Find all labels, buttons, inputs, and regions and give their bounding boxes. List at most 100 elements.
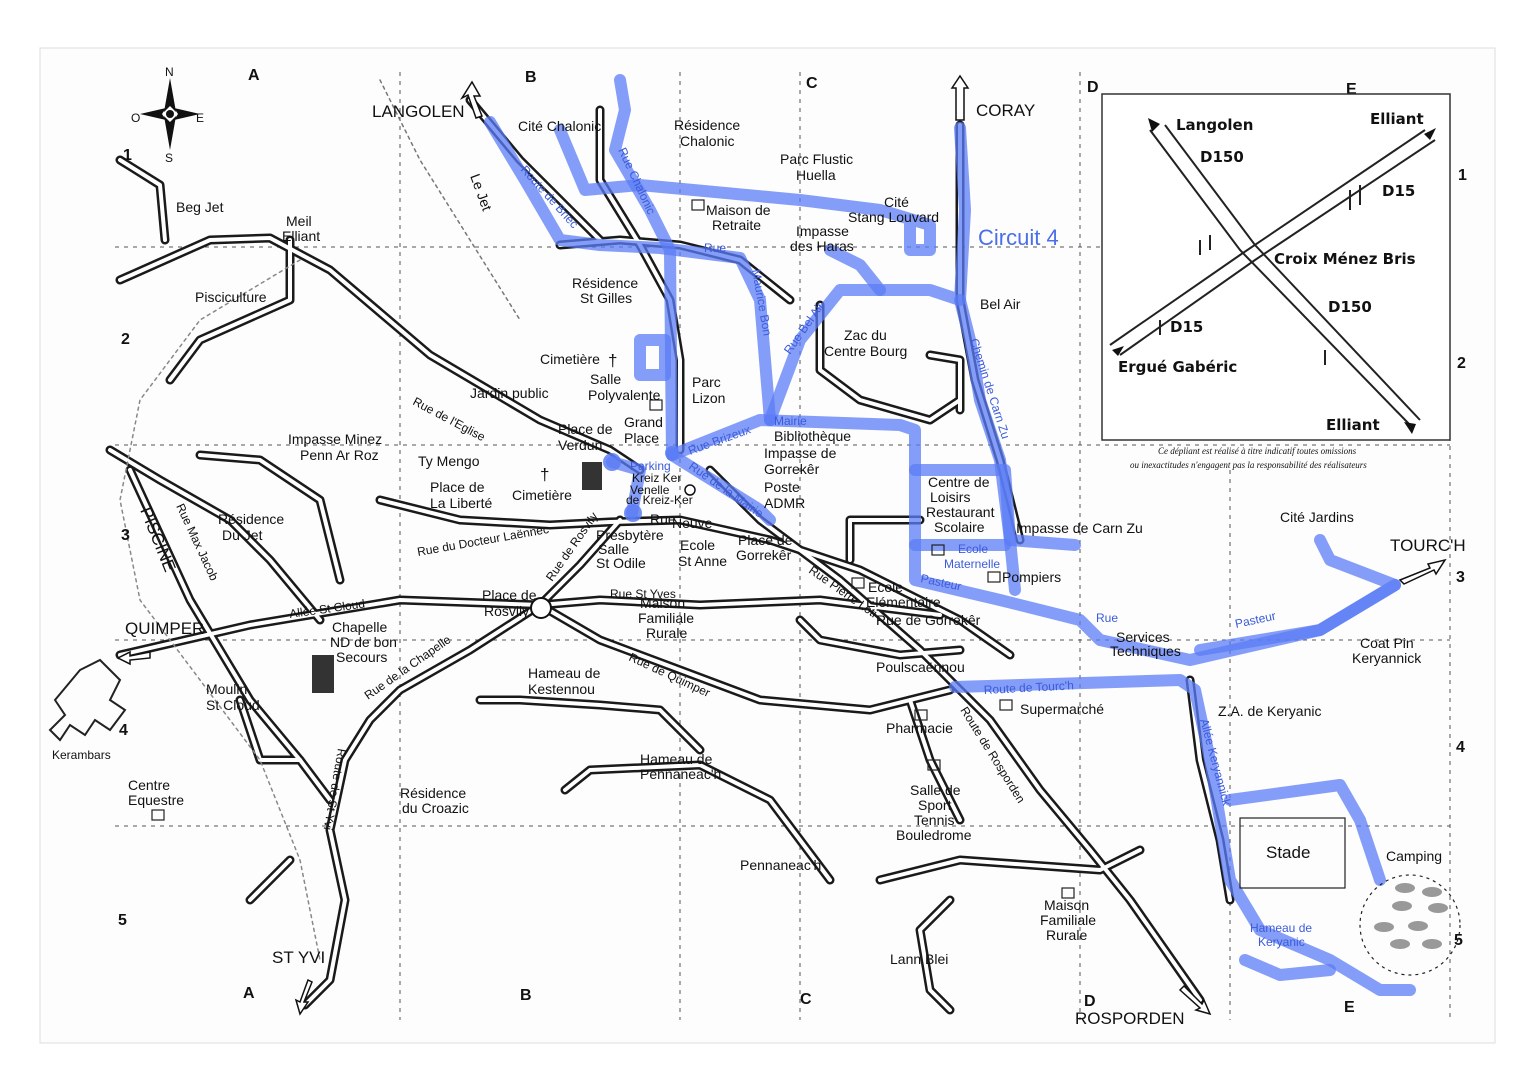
grid-row-1-right: 1 (1458, 167, 1467, 184)
label-grand-place-1: Grand (624, 414, 663, 430)
label-cite-stang-2: Stang Louvard (848, 209, 939, 225)
label-hameau-kest-1: Hameau de (528, 665, 601, 681)
label-centre-loisirs-3: Restaurant (926, 504, 995, 520)
grid-col-e-bottom: E (1344, 999, 1355, 1016)
grid-col-e-top: E (1346, 81, 1357, 98)
grid-row-5-left: 5 (118, 912, 127, 929)
label-pisciculture: Pisciculture (195, 289, 267, 305)
label-res-chalonic-2: Chalonic (680, 133, 734, 149)
label-cite-jardins: Cité Jardins (1280, 509, 1354, 525)
label-ecole-elem-1: Ecole (868, 579, 903, 595)
street-rue-st-yves: Rue St Yves (610, 587, 676, 601)
label-salle-odile-1: Salle (598, 541, 629, 557)
label-hameau-kest-2: Kestennou (528, 681, 595, 697)
grid-col-d-bottom: D (1084, 993, 1096, 1010)
road-network (105, 79, 1235, 1015)
label-ecole-anne-2: St Anne (678, 553, 727, 569)
inset-elliant-top: Elliant (1370, 110, 1424, 128)
grid-row-2-right: 2 (1457, 355, 1466, 372)
grid-row-4-right: 4 (1456, 739, 1465, 756)
label-impasse-minez-2: Penn Ar Roz (300, 447, 379, 463)
compass-s: S (165, 151, 173, 165)
label-cimetiere-mid: Cimetière (512, 487, 572, 503)
label-impasse-haras-2: des Haras (790, 238, 854, 254)
label-ty-mengo: Ty Mengo (418, 453, 480, 469)
label-place-verdun-2: Verdun (558, 437, 602, 453)
label-maison-fam2-1: Maison (1044, 897, 1089, 913)
street-rue-neuve-1: Rue (650, 511, 676, 527)
label-place-gorreker-2: Gorrekêr (736, 547, 792, 563)
label-hameau-kery-2: Keryanic (1258, 935, 1305, 949)
label-place-verdun-1: Place de (558, 421, 613, 437)
label-bibliotheque: Bibliothèque (774, 428, 851, 444)
roundabout-small (684, 484, 696, 496)
label-place-liberte-1: Place de (430, 479, 485, 495)
building-outlines (151, 199, 1461, 976)
label-lann-blei: Lann Blei (890, 951, 948, 967)
label-salle-sport-2: Sport (918, 797, 952, 813)
disclaimer-line1: Ce dépliant est réalisé à titre indicati… (1158, 446, 1357, 456)
label-pharmacie: Pharmacie (886, 720, 953, 736)
label-moulin-2: St Cloud (206, 697, 260, 713)
street-parking-1: Parking (630, 459, 671, 473)
label-maison-fam2-2: Familiale (1040, 912, 1096, 928)
label-services-2: Techniques (1110, 643, 1181, 659)
label-impasse-gorreker-1: Impasse de (764, 445, 837, 461)
label-chapelle-3: Secours (336, 649, 387, 665)
inset-ergue: Ergué Gabéric (1118, 358, 1237, 376)
disclaimer-line2: ou inexactitudes n'engagent pas la respo… (1130, 460, 1367, 470)
buildings (312, 462, 602, 693)
label-res-st-gilles-1: Résidence (572, 275, 638, 291)
label-zac-1: Zac du (844, 327, 887, 343)
label-cimetiere-top: Cimetière (540, 351, 600, 367)
kerambars-outline (48, 658, 127, 742)
grid-row-3-left: 3 (121, 527, 130, 544)
camping-pitches (1374, 883, 1448, 949)
direction-arrows (116, 74, 1447, 1016)
label-centre-eq-1: Centre (128, 777, 170, 793)
label-maison-retraite-2: Retraite (712, 217, 761, 233)
street-route-tourch: Route de Tourc'h (983, 678, 1074, 697)
compass-w: O (131, 111, 140, 125)
label-centre-loisirs-4: Scolaire (934, 519, 985, 535)
label-mairie: Mairie (774, 414, 807, 428)
compass-e: E (196, 111, 204, 125)
grid-row-3-right: 3 (1456, 569, 1465, 586)
label-place-rosvily-1: Place de (482, 587, 537, 603)
label-maison-fam-2: Familiale (638, 610, 694, 626)
dir-coray: CORAY (976, 101, 1035, 120)
label-ecole-mat-2: Maternelle (944, 557, 1000, 571)
label-hameau-penn-1: Hameau de (640, 751, 713, 767)
label-impasse-carn-zu: Impasse de Carn Zu (1016, 520, 1143, 536)
label-cite-chalonic: Cité Chalonic (518, 118, 601, 134)
inset-d15-top: D15 (1382, 182, 1415, 200)
grid-col-b-top: B (525, 69, 537, 86)
label-res-jet-1: Résidence (218, 511, 284, 527)
cross-icon-mid: † (540, 465, 549, 484)
label-salle-sport-3: Tennis (914, 812, 954, 828)
street-parking-3: Venelle (630, 483, 670, 497)
inset-langolen: Langolen (1176, 116, 1253, 134)
label-elliant: Elliant (282, 228, 320, 244)
label-ecole-elem-2: Elémentaire (866, 594, 941, 610)
grid-row-4-left: 4 (119, 722, 128, 739)
circuit-nodes (603, 446, 679, 522)
cross-icon-top: † (608, 351, 617, 370)
grid-row-5-right: 5 (1454, 932, 1463, 949)
label-place-liberte-2: La Liberté (430, 495, 492, 511)
dir-quimper: QUIMPER (125, 619, 204, 638)
label-ecole-mat-1: Ecole (958, 542, 988, 556)
label-impasse-gorreker-2: Gorrekêr (764, 461, 820, 477)
label-poste-2: ADMR (764, 495, 805, 511)
dir-tourch: TOURC'H (1390, 536, 1466, 555)
grid-col-b-bottom: B (520, 987, 532, 1004)
street-parking-4: de Kreiz-Ker (626, 493, 693, 507)
label-hameau-penn-2: Pennaneac'h (640, 766, 721, 782)
compass-n: N (165, 65, 174, 79)
label-jardin-public: Jardin public (470, 385, 549, 401)
label-parc-flustic-1: Parc Flustic (780, 151, 853, 167)
label-salle-poly-1: Salle (590, 371, 621, 387)
label-res-croazic-2: du Croazic (402, 800, 469, 816)
inset-map (1101, 93, 1451, 441)
label-poulscaennou: Poulscaënnou (876, 659, 965, 675)
